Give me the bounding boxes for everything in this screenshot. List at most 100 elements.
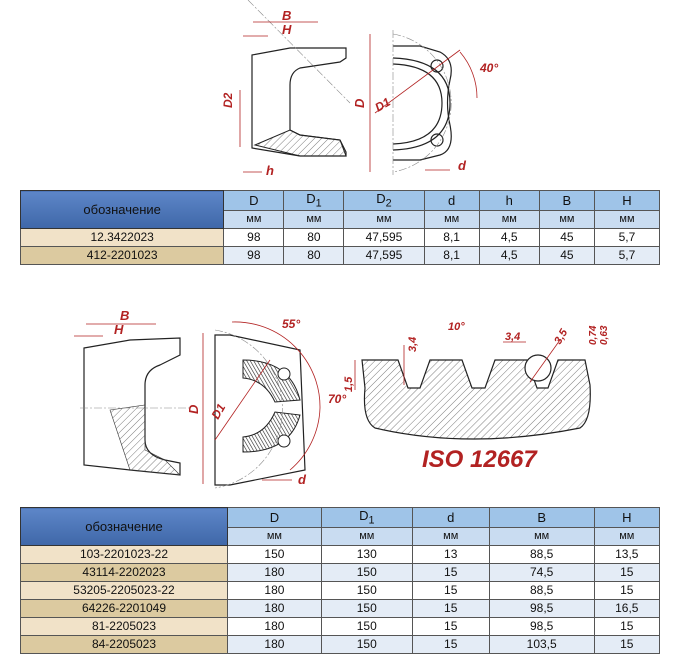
column-header: B	[488, 507, 595, 528]
value-cell: 15	[411, 616, 490, 636]
dim-label-0-63: 0,63	[599, 325, 610, 345]
column-header: H	[593, 507, 661, 528]
part-number: 43114-2202023	[20, 562, 228, 582]
column-subscript: 1	[368, 514, 375, 527]
column-header: D1	[320, 507, 413, 528]
spline-profile-drawing: 1,5 3,4 10° 3,4 3,5 0,74 0,63 ISO 12667	[343, 321, 610, 473]
designation-header: обозначение	[20, 507, 228, 546]
value-cell: 16,5	[593, 598, 661, 618]
value-cell: 80	[283, 245, 345, 265]
dim-label-angle-40: 40°	[479, 61, 498, 75]
value-cell: 47,595	[343, 245, 425, 265]
value-cell: 180	[226, 634, 322, 654]
value-cell: 74,5	[488, 562, 595, 582]
dim-label-h: h	[266, 163, 274, 178]
value-cell: 180	[226, 562, 322, 582]
part-number: 103-2201023-22	[20, 544, 228, 564]
value-cell: 47,595	[343, 227, 425, 247]
unit-cell: мм	[593, 209, 661, 229]
part-number: 412-2201023	[19, 245, 225, 265]
part-number: 12.3422023	[19, 227, 225, 247]
dim-label-D1: D1	[373, 95, 394, 115]
column-header: B	[538, 190, 595, 211]
unit-cell: мм	[411, 526, 490, 546]
unit-cell: мм	[593, 526, 661, 546]
standard-label: ISO 12667	[422, 446, 538, 473]
dim-label-d: d	[298, 472, 307, 487]
yoke-front-view-1: D D1 40° d	[352, 30, 498, 175]
unit-cell: мм	[423, 209, 480, 229]
column-header: d	[423, 190, 480, 211]
dim-label-D: D	[352, 98, 367, 108]
dim-label-angle-55: 55°	[282, 317, 300, 331]
dim-label-1-5: 1,5	[343, 376, 355, 392]
value-cell: 180	[226, 580, 322, 600]
dim-label-D2: D2	[221, 92, 235, 108]
column-header: H	[593, 190, 661, 211]
column-subscript: 2	[385, 197, 392, 210]
value-cell: 150	[320, 580, 413, 600]
dim-label-3-4-height: 3,4	[407, 337, 419, 352]
unit-cell: мм	[538, 209, 595, 229]
value-cell: 15	[411, 562, 490, 582]
value-cell: 15	[411, 598, 490, 618]
unit-cell: мм	[343, 209, 425, 229]
value-cell: 8,1	[423, 227, 480, 247]
value-cell: 150	[226, 544, 322, 564]
value-cell: 5,7	[593, 227, 661, 247]
dim-label-B: B	[282, 8, 291, 23]
unit-cell: мм	[320, 526, 413, 546]
value-cell: 150	[320, 562, 413, 582]
dim-label-angle-70: 70°	[328, 392, 346, 406]
value-cell: 15	[411, 634, 490, 654]
value-cell: 45	[538, 245, 595, 265]
dim-label-H: H	[114, 322, 124, 337]
value-cell: 98,5	[488, 616, 595, 636]
part-number: 53205-2205023-22	[20, 580, 228, 600]
part-number: 84-2205023	[20, 634, 228, 654]
value-cell: 45	[538, 227, 595, 247]
value-cell: 5,7	[593, 245, 661, 265]
unit-cell: мм	[283, 209, 345, 229]
value-cell: 88,5	[488, 544, 595, 564]
value-cell: 180	[226, 598, 322, 618]
value-cell: 13	[411, 544, 490, 564]
value-cell: 130	[320, 544, 413, 564]
dim-label-B: B	[120, 308, 129, 323]
dim-label-d: d	[458, 158, 467, 173]
dim-label-0-74: 0,74	[588, 325, 599, 345]
value-cell: 98	[223, 227, 285, 247]
value-cell: 150	[320, 616, 413, 636]
unit-cell: мм	[226, 526, 322, 546]
value-cell: 8,1	[423, 245, 480, 265]
unit-cell: мм	[488, 526, 595, 546]
yoke-front-view-2: D D1 55° 70° d	[186, 317, 346, 489]
value-cell: 150	[320, 634, 413, 654]
dim-label-D: D	[186, 404, 201, 414]
value-cell: 15	[411, 580, 490, 600]
column-header: D	[223, 190, 285, 211]
dim-label-H: H	[282, 22, 292, 37]
value-cell: 15	[593, 634, 661, 654]
value-cell: 15	[593, 580, 661, 600]
value-cell: 13,5	[593, 544, 661, 564]
part-number: 64226-2201049	[20, 598, 228, 618]
part-number: 81-2205023	[20, 616, 228, 636]
column-header: D2	[343, 190, 425, 211]
unit-cell: мм	[478, 209, 540, 229]
value-cell: 98,5	[488, 598, 595, 618]
value-cell: 180	[226, 616, 322, 636]
column-header: D	[226, 507, 322, 528]
